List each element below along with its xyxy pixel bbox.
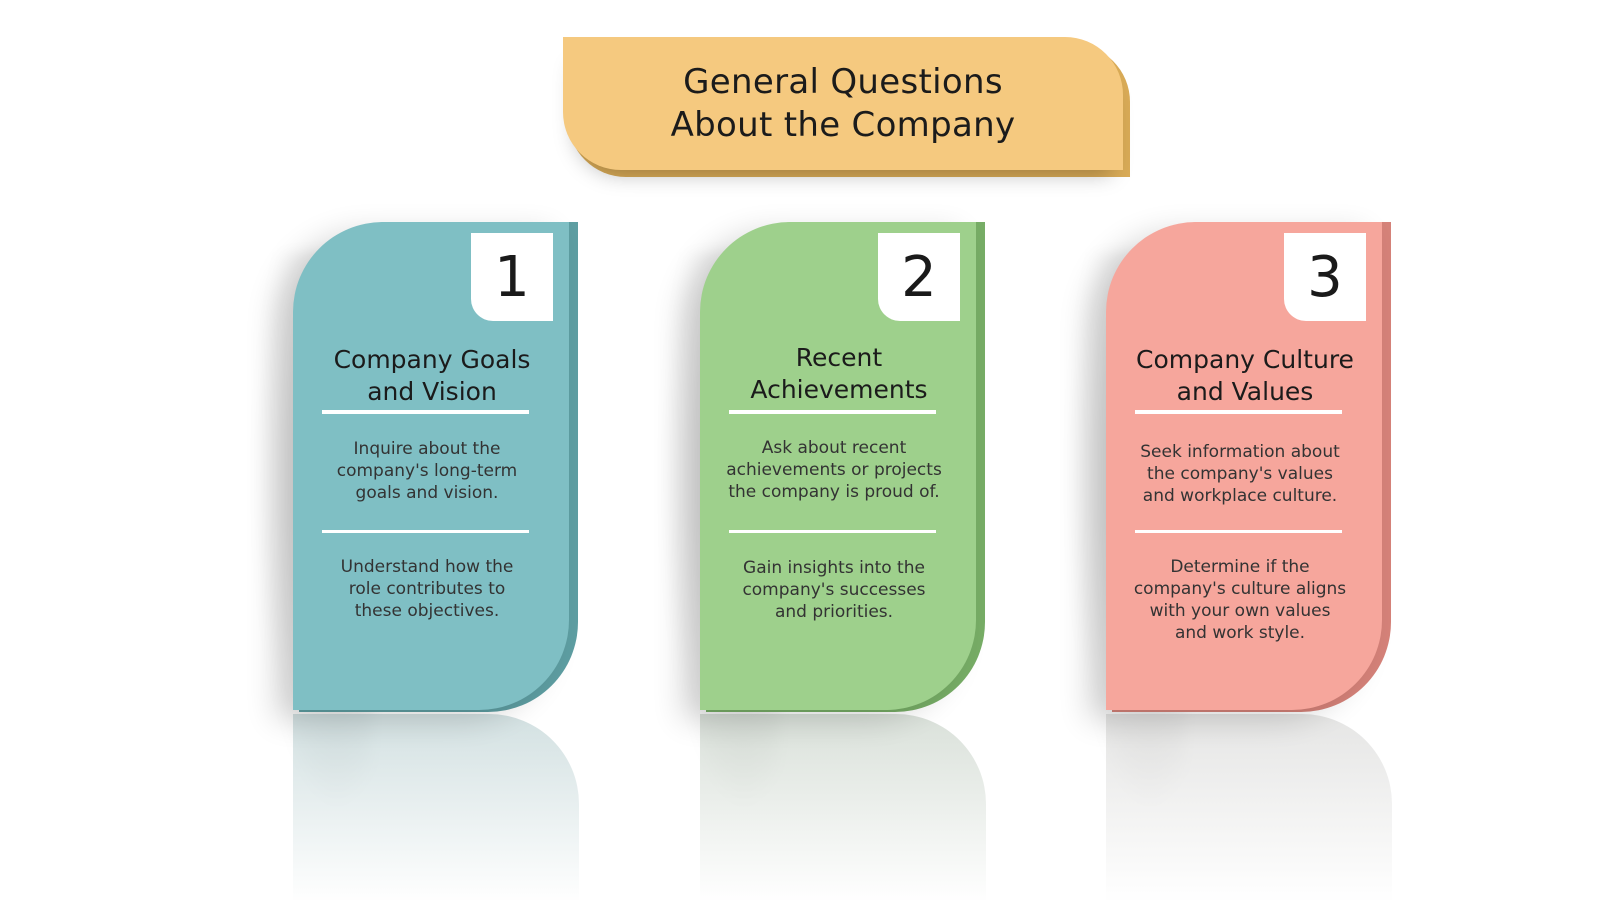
- text-line: achievements or projects: [726, 460, 942, 480]
- card-number: 1: [471, 233, 553, 321]
- title-divider: [322, 410, 529, 414]
- card-title: Company Culture and Values: [1120, 344, 1370, 408]
- card-recent-achievements: 2 Recent Achievements Ask about recent a…: [660, 222, 986, 900]
- card-text-secondary: Understand how the role contributes to t…: [301, 556, 553, 622]
- card-title-line: Achievements: [750, 375, 928, 404]
- text-line: company's long-term: [336, 461, 518, 481]
- title-banner: General Questions About the Company: [563, 37, 1123, 170]
- text-line: with your own values: [1149, 601, 1331, 621]
- text-line: the company is proud of.: [728, 482, 940, 502]
- card-text-primary: Ask about recent achievements or project…: [708, 437, 960, 503]
- text-line: company's successes: [742, 580, 926, 600]
- card-text-secondary: Gain insights into the company's success…: [708, 557, 960, 623]
- card-body: 1 Company Goals and Vision Inquire about…: [293, 222, 569, 710]
- card-reflection: [1106, 714, 1392, 900]
- text-line: Understand how the: [340, 557, 514, 577]
- text-line: Inquire about the: [353, 439, 501, 459]
- section-divider: [729, 530, 936, 533]
- text-line: Seek information about: [1140, 442, 1340, 462]
- title-line-1: General Questions: [683, 61, 1003, 102]
- title-divider: [729, 410, 936, 414]
- title-line-2: About the Company: [670, 104, 1016, 145]
- text-line: company's culture aligns: [1133, 579, 1347, 599]
- title-divider: [1135, 410, 1342, 414]
- card-reflection: [700, 714, 986, 900]
- card-text-secondary: Determine if the company's culture align…: [1114, 556, 1366, 644]
- text-line: the company's values: [1147, 464, 1333, 484]
- card-body: 3 Company Culture and Values Seek inform…: [1106, 222, 1382, 710]
- card-text-primary: Seek information about the company's val…: [1114, 441, 1366, 507]
- text-line: Ask about recent: [761, 438, 907, 458]
- text-line: and workplace culture.: [1142, 486, 1338, 506]
- text-line: Gain insights into the: [743, 558, 925, 578]
- text-line: and work style.: [1174, 623, 1306, 643]
- card-title-line: Company Goals: [333, 345, 531, 374]
- card-number: 2: [878, 233, 960, 321]
- card-title-line: and Values: [1176, 377, 1314, 406]
- card-title-line: and Vision: [367, 377, 497, 406]
- card-company-goals: 1 Company Goals and Vision Inquire about…: [253, 222, 579, 900]
- text-line: role contributes to: [348, 579, 506, 599]
- text-line: goals and vision.: [355, 483, 499, 503]
- text-line: Determine if the: [1170, 557, 1310, 577]
- text-line: these objectives.: [354, 601, 500, 621]
- card-title-line: Recent: [795, 343, 883, 372]
- card-number: 3: [1284, 233, 1366, 321]
- text-line: and priorities.: [774, 602, 894, 622]
- card-title-line: Company Culture: [1136, 345, 1354, 374]
- section-divider: [1135, 530, 1342, 533]
- section-divider: [322, 530, 529, 533]
- card-title: Recent Achievements: [714, 342, 964, 406]
- card-reflection: [293, 714, 579, 900]
- card-text-primary: Inquire about the company's long-term go…: [301, 438, 553, 504]
- card-company-culture: 3 Company Culture and Values Seek inform…: [1066, 222, 1392, 900]
- card-title: Company Goals and Vision: [307, 344, 557, 408]
- card-body: 2 Recent Achievements Ask about recent a…: [700, 222, 976, 710]
